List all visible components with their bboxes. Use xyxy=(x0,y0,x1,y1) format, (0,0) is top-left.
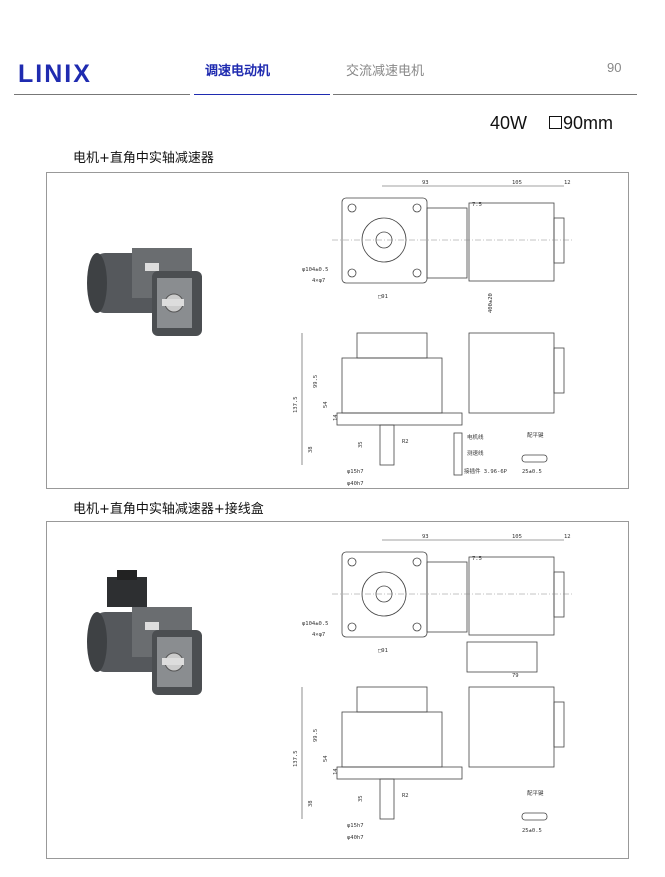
mount-hole xyxy=(347,622,357,632)
dimension-label: φ40h7 xyxy=(347,835,364,841)
dimension-label: 93 xyxy=(422,534,429,540)
dimension-label: 38 xyxy=(308,800,314,807)
brand-logo: LINIX xyxy=(18,60,92,88)
dimension-label: 400±20 xyxy=(488,293,494,313)
nameplate xyxy=(145,263,159,271)
mount-hole xyxy=(347,557,357,567)
dimension-label: 93 xyxy=(422,180,429,186)
connector-label: 电机线 xyxy=(467,433,484,441)
terminal-box-outline xyxy=(466,641,538,673)
dimension-label: R2 xyxy=(402,793,409,799)
dimension-label: 14 xyxy=(333,768,339,775)
section-title: 电机+直角中实轴减速器 xyxy=(73,151,214,166)
mount-hole xyxy=(412,268,422,278)
mount-hole xyxy=(347,203,357,213)
dimension-label: 99.5 xyxy=(313,729,319,742)
dimension-label: 14 xyxy=(333,414,339,421)
motor-cap xyxy=(553,571,565,618)
motor-cap xyxy=(553,217,565,264)
gearbox-side xyxy=(426,561,468,633)
motor-end xyxy=(87,612,107,672)
dimension-label: 105 xyxy=(512,180,522,186)
gearbox-side xyxy=(426,207,468,279)
spec-heading: 40W 90mm xyxy=(490,113,613,134)
gear-cover xyxy=(356,332,428,359)
dimension-label: 35 xyxy=(358,441,364,448)
connector-label: 接插件 3.96-6P xyxy=(464,467,508,475)
dimension-label: □91 xyxy=(378,294,388,300)
motor-cap xyxy=(553,347,565,394)
base-flange xyxy=(336,412,463,426)
square-frame-icon xyxy=(549,116,563,129)
motor-top-view xyxy=(468,556,555,636)
mount-hole xyxy=(412,203,422,213)
output-shaft xyxy=(379,778,395,820)
dimension-label: 105 xyxy=(512,534,522,540)
motor-end xyxy=(87,253,107,313)
key-length-label: 25±0.5 xyxy=(522,469,542,475)
tab-ac-gear-motor[interactable]: 交流减速电机 xyxy=(346,64,425,79)
gear-housing xyxy=(341,357,443,414)
dimension-label: R2 xyxy=(402,439,409,445)
section-title: 电机+直角中实轴减速器+接线盒 xyxy=(73,502,264,517)
power-rating: 40W xyxy=(490,113,528,133)
motor-cap xyxy=(553,701,565,748)
dimension-label: 54 xyxy=(323,401,329,408)
output-shaft xyxy=(379,424,395,466)
nameplate xyxy=(145,622,159,630)
motor-top-view xyxy=(468,202,555,282)
dimension-label: 4×φ7 xyxy=(312,632,325,638)
dimension-label: φ104±0.5 xyxy=(302,621,329,627)
header-divider xyxy=(333,94,637,95)
dimension-label: 12 xyxy=(564,180,571,186)
dimension-label: 38 xyxy=(308,446,314,453)
dimension-label: φ15h7 xyxy=(347,823,364,829)
key-label: 配平键 xyxy=(527,431,544,439)
shaft xyxy=(162,658,184,665)
key-drawing xyxy=(521,812,548,821)
technical-drawing: 93 105 12 7.5 φ104±0.5 4×φ7 □91 137.5 99.5 54 14 38… xyxy=(87,180,572,487)
motor-photo xyxy=(87,570,202,695)
frame-size: 90mm xyxy=(563,113,614,133)
dimension-label: 137.5 xyxy=(293,396,299,413)
tab-speed-control-motor[interactable]: 调速电动机 xyxy=(205,64,271,79)
mount-hole xyxy=(412,557,422,567)
connector-label: 测速线 xyxy=(467,449,484,457)
connector-block xyxy=(453,432,463,476)
dimension-label: 35 xyxy=(358,795,364,802)
dimension-label: φ40h7 xyxy=(347,481,364,487)
dimension-label: 4×φ7 xyxy=(312,278,325,284)
dimension-label: 79 xyxy=(512,673,519,679)
dimension-label: 7.5 xyxy=(472,556,482,562)
terminal-cap xyxy=(117,570,137,580)
mount-hole xyxy=(347,268,357,278)
key-label: 配平键 xyxy=(527,789,544,797)
dimension-label: 12 xyxy=(564,534,571,540)
base-flange xyxy=(336,766,463,780)
drawing-panel: 93 105 12 7.5 φ104±0.5 4×φ7 □91 137.5 99.5 54 14 38… xyxy=(46,521,629,859)
dimension-label: φ104±0.5 xyxy=(302,267,329,273)
motor-side-view xyxy=(468,332,555,414)
key-length-label: 25±0.5 xyxy=(522,828,542,834)
key-drawing xyxy=(521,454,548,463)
header-divider xyxy=(14,94,190,95)
dimension-label: 7.5 xyxy=(472,202,482,208)
mount-hole xyxy=(412,622,422,632)
active-tab-underline xyxy=(194,94,330,95)
dimension-label: 99.5 xyxy=(313,375,319,388)
gear-cover xyxy=(356,686,428,713)
drawing-panel: 93 105 12 7.5 φ104±0.5 4×φ7 □91 137.5 99.5 54 14 38… xyxy=(46,172,629,489)
shaft xyxy=(162,299,184,306)
motor-side-view xyxy=(468,686,555,768)
dimension-label: φ15h7 xyxy=(347,469,364,475)
page-number: 90 xyxy=(607,60,622,75)
dimension-label: 54 xyxy=(323,755,329,762)
motor-photo xyxy=(87,248,202,336)
technical-drawing: 93 105 12 7.5 φ104±0.5 4×φ7 □91 137.5 99.5 54 14 38… xyxy=(87,534,572,841)
dimension-label: □91 xyxy=(378,648,388,654)
gear-housing xyxy=(341,711,443,768)
terminal-box xyxy=(107,577,147,607)
dimension-label: 137.5 xyxy=(293,750,299,767)
